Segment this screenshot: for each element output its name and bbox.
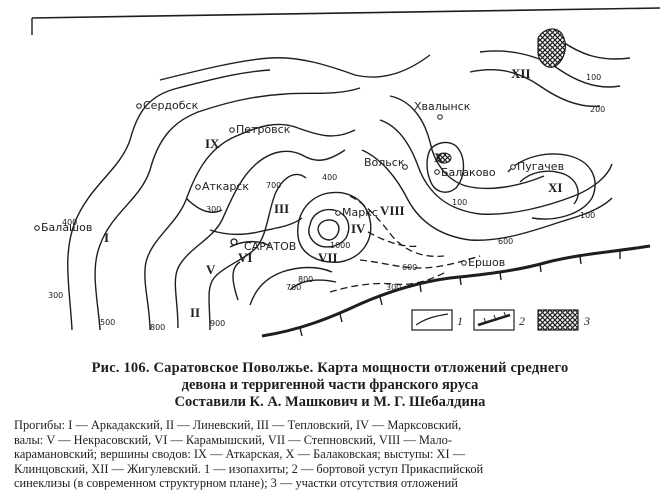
svg-text:VIII: VIII: [380, 203, 405, 218]
absent-deposits-area: [537, 28, 566, 68]
svg-text:400: 400: [322, 173, 337, 182]
svg-text:I: I: [104, 230, 109, 245]
legend-line: валы: V — Некрасовский, VI — Карамышский…: [14, 432, 452, 447]
svg-text:1: 1: [457, 314, 463, 328]
isopach-lines: [67, 39, 631, 331]
cities: Сердобск Петровск Хвалынск Вольск Балако…: [34, 99, 564, 269]
svg-text:IX: IX: [205, 136, 220, 151]
svg-text:VII: VII: [318, 250, 338, 265]
svg-text:VI: VI: [238, 250, 252, 265]
city-label: САРАТОВ: [244, 240, 296, 253]
svg-text:500: 500: [100, 318, 115, 327]
city-label: Петровск: [236, 123, 291, 136]
caption-line-2: девона и терригенной части франского яру…: [181, 377, 479, 393]
svg-text:3: 3: [583, 314, 590, 328]
svg-text:700: 700: [286, 283, 301, 292]
svg-text:900: 900: [210, 319, 225, 328]
isopach-value-labels: 100 200 100 100 300 400 500 300 600 600 …: [48, 73, 605, 332]
legend-line: Прогибы: I — Аркадакский, II — Линевский…: [14, 418, 462, 432]
city-label: Ершов: [468, 256, 505, 269]
legend-box-absent: [537, 309, 579, 331]
svg-text:200: 200: [590, 105, 605, 114]
caption-prefix: Рис. 106.: [91, 360, 150, 376]
city-label: Аткарск: [202, 180, 249, 193]
city-label: Пугачев: [517, 160, 564, 173]
caspian-scarp: [261, 244, 651, 338]
figure-caption: Рис. 106. Саратовское Поволжье. Карта мо…: [14, 360, 646, 411]
city-label: Сердобск: [143, 99, 199, 112]
svg-text:X: X: [434, 150, 444, 165]
svg-text:300: 300: [386, 283, 401, 292]
svg-text:600: 600: [402, 263, 417, 272]
svg-text:V: V: [206, 262, 216, 277]
svg-text:XI: XI: [548, 180, 562, 195]
svg-text:XII: XII: [511, 66, 531, 81]
structure-labels: I II III IV V VI VII VIII IX X XI XII: [104, 66, 562, 320]
map-legend: 1 2 3: [411, 309, 590, 331]
legend-line: карамановский; вершины сводов: IX — Атка…: [14, 447, 466, 461]
svg-text:IV: IV: [351, 221, 366, 236]
city-label: Хвалынск: [414, 100, 471, 113]
caption-line-3: Составили К. А. Машкович и М. Г. Шебалди…: [174, 394, 486, 410]
legend-box-isopach: [411, 309, 453, 331]
svg-text:800: 800: [150, 323, 165, 332]
svg-text:100: 100: [452, 198, 467, 207]
city-label: Балашов: [41, 221, 92, 234]
balakovo-hatch: [436, 152, 452, 164]
legend-text: Прогибы: I — Аркадакский, II — Линевский…: [14, 418, 648, 491]
legend-line: Клинцовский, XII — Жигулевский. 1 — изоп…: [14, 461, 484, 476]
svg-text:II: II: [190, 305, 200, 320]
city-label: Вольск: [364, 156, 405, 169]
svg-text:100: 100: [580, 211, 595, 220]
legend-line: синеклизы (в современном структурном пла…: [14, 476, 458, 490]
caption-line-1: Саратовское Поволжье. Карта мощности отл…: [153, 360, 569, 376]
svg-text:300: 300: [48, 291, 63, 300]
svg-text:600: 600: [498, 237, 513, 246]
svg-text:III: III: [274, 201, 289, 216]
svg-text:2: 2: [519, 314, 525, 328]
svg-text:100: 100: [586, 73, 601, 82]
city-label: Маркс: [342, 206, 378, 219]
city-label: Балаково: [441, 166, 496, 179]
map-frame: [31, 7, 660, 19]
svg-text:700: 700: [266, 181, 281, 190]
svg-text:400: 400: [62, 218, 77, 227]
svg-text:1000: 1000: [330, 241, 350, 250]
thickness-map: Сердобск Петровск Хвалынск Вольск Балако…: [31, 7, 660, 338]
svg-text:300: 300: [206, 205, 221, 214]
svg-text:800: 800: [298, 275, 313, 284]
